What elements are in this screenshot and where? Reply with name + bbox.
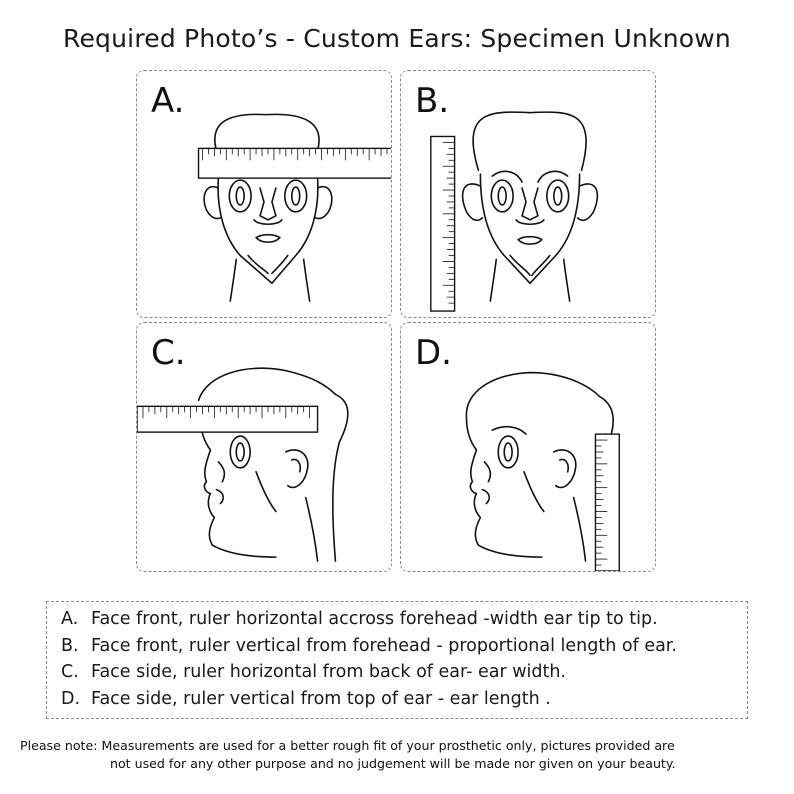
instruction-text: Face front, ruler vertical from forehead…: [91, 635, 677, 656]
instruction-item: C. Face side, ruler horizontal from back…: [61, 659, 747, 686]
panel-letter: B.: [415, 81, 450, 121]
instruction-letter: A.: [61, 609, 79, 629]
note-line: Please note: Measurements are used for a…: [20, 738, 675, 753]
panel-letter: A.: [151, 81, 185, 121]
instruction-text: Face side, ruler vertical from top of ea…: [91, 688, 551, 709]
side-face-horizontal-ruler-illustration: [137, 367, 349, 562]
instruction-letter: D.: [61, 688, 81, 709]
panel-letter: C.: [151, 333, 186, 373]
instruction-text: Face front, ruler horizontal accross for…: [91, 609, 658, 629]
instruction-item: D. Face side, ruler vertical from top of…: [61, 686, 747, 713]
instruction-item: B. Face front, ruler vertical from foreh…: [61, 633, 747, 660]
panel-d: D.: [400, 322, 656, 572]
instruction-text: Face side, ruler horizontal from back of…: [91, 662, 566, 682]
page-title: Required Photo’s - Custom Ears: Specimen…: [63, 24, 731, 53]
panel-letter: D.: [415, 333, 452, 373]
panel-c: C.: [136, 322, 392, 572]
side-face-vertical-ruler-illustration: [465, 371, 620, 571]
instructions-box: A. Face front, ruler horizontal accross …: [46, 601, 748, 719]
front-face-horizontal-ruler-illustration: [197, 113, 391, 302]
ruler-vertical: [594, 433, 620, 571]
privacy-note: Please note: Measurements are used for a…: [0, 737, 794, 773]
instruction-letter: C.: [61, 662, 79, 682]
ruler-vertical: [430, 135, 456, 312]
front-face-vertical-ruler-illustration: [430, 111, 599, 312]
panel-a: A.: [136, 70, 392, 318]
ruler-horizontal: [197, 147, 391, 179]
note-line: not used for any other purpose and no ju…: [110, 756, 676, 771]
instruction-letter: B.: [61, 635, 79, 656]
panel-b: B.: [400, 70, 656, 318]
instruction-item: A. Face front, ruler horizontal accross …: [61, 606, 747, 633]
ruler-horizontal: [137, 405, 319, 433]
